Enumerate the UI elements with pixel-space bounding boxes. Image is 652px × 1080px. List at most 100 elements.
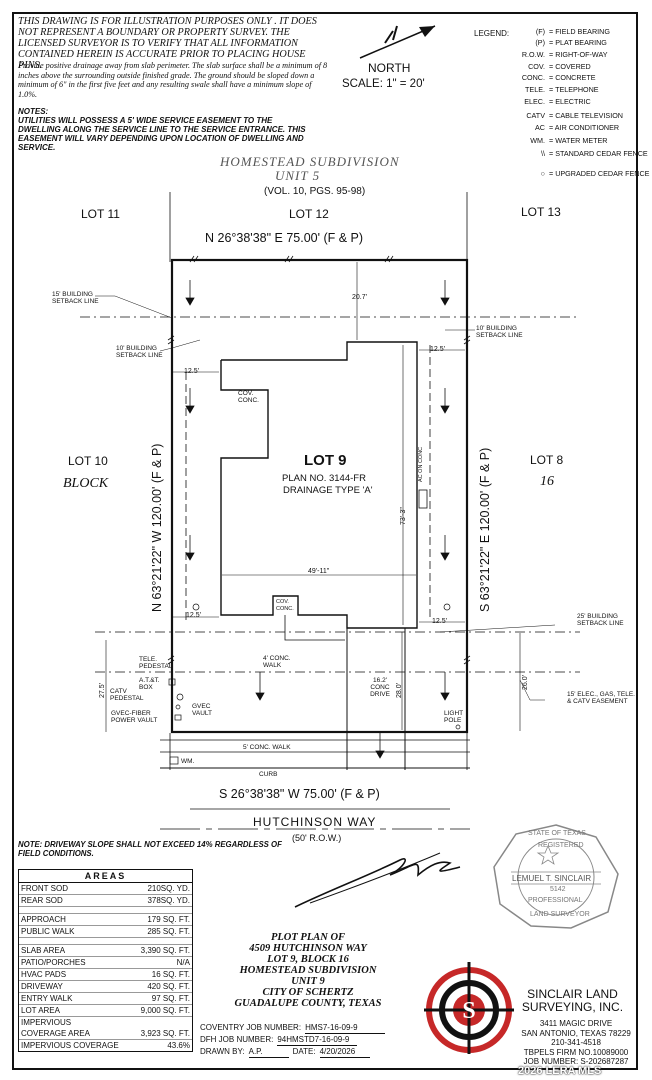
north-label: NORTH <box>368 61 411 75</box>
entry-walk-label: 4' CONC. WALK <box>263 655 291 669</box>
gvec-fiber-vault-label: GVEC-FIBER POWER VAULT <box>111 710 158 724</box>
legend-title: LEGEND: <box>474 29 510 38</box>
subdivision-unit: UNIT 5 <box>275 168 321 183</box>
title-line: LOT 9, BLOCK 16 <box>267 954 349 965</box>
lot-13-label: LOT 13 <box>521 205 561 219</box>
east-boundary-bearing: S 63°21'22" E 120.00' (F & P) <box>478 447 492 612</box>
dfh-value: 94HMSTD7-16-09-9 <box>277 1034 358 1046</box>
seal-state: STATE OF TEXAS <box>528 830 586 837</box>
subdivision-name: HOMESTEAD SUBDIVISION <box>220 154 400 169</box>
phone: 210-341-4518 <box>551 1038 601 1047</box>
coventry-value: HMS7-16-09-9 <box>305 1022 386 1034</box>
att-box-label: A.T.&T. BOX <box>139 677 160 691</box>
seal-registered: REGISTERED <box>538 842 584 849</box>
legend-code: CATV <box>526 111 545 120</box>
title-line: GUADALUPE COUNTY, TEXAS <box>234 998 382 1009</box>
catv-pedestal-label: CATV PEDESTAL <box>110 688 144 702</box>
title-line: 4509 HUTCHINSON WAY <box>249 943 367 954</box>
surveyor-signature <box>294 852 461 908</box>
public-walk-label: 5' CONC. WALK <box>243 744 291 751</box>
seal-number: 5142 <box>550 886 566 893</box>
water-meter-label: WM. <box>181 758 195 765</box>
legend-desc: = RIGHT-OF-WAY <box>549 50 608 59</box>
seal-professional: PROFESSIONAL <box>528 897 583 904</box>
legend-desc: = UPGRADED CEDAR FENCE <box>549 169 650 178</box>
date-label: DATE: <box>292 1047 316 1056</box>
scale-label: SCALE: 1" = 20' <box>342 78 425 90</box>
mls-watermark: 2026 LERA MLS <box>518 1065 602 1077</box>
title-line: UNIT 9 <box>291 976 325 987</box>
gvec-vault-label: GVEC VAULT <box>192 703 212 717</box>
legend-code: COV. <box>528 62 545 71</box>
lot-8-label: LOT 8 <box>530 453 564 467</box>
utility-easement-label: 15' ELEC., GAS, TELE. & CATV EASEMENT <box>567 691 635 705</box>
dim-12-5-sw: 12.5' <box>186 612 201 619</box>
driveway-note: NOTE: DRIVEWAY SLOPE SHALL NOT EXCEED 14… <box>18 840 282 858</box>
legend-desc: = ELECTRIC <box>549 97 591 106</box>
seal-land-surveyor: LAND SURVEYOR <box>530 911 590 918</box>
setback-10-east-label: 10' BUILDING SETBACK LINE <box>476 325 523 339</box>
drainage-type: DRAINAGE TYPE 'A' <box>283 485 373 496</box>
dim-26-0: 26.0' <box>522 675 529 690</box>
setback-15-label: 15' BUILDING SETBACK LINE <box>52 291 99 305</box>
volume-ref: (VOL. 10, PGS. 95-98) <box>264 186 366 197</box>
drainage-note: Provide positive drainage away from slab… <box>18 61 328 99</box>
legend-code: ELEC. <box>524 97 545 106</box>
drawn-label: DRAWN BY: <box>200 1047 245 1056</box>
legend-desc: = PLAT BEARING <box>549 38 607 47</box>
title-line: HOMESTEAD SUBDIVISION <box>239 965 377 976</box>
right-of-way: (50' R.O.W.) <box>292 833 342 843</box>
ac-pad-label: AC ON CONC <box>418 446 424 482</box>
address-line: SAN ANTONIO, TEXAS 78229 <box>521 1028 631 1038</box>
setback-10-west-label: 10' BUILDING SETBACK LINE <box>116 345 163 359</box>
disclaimer-text: This drawing is for illustration purpose… <box>18 16 317 71</box>
legend-desc: = COVERED <box>549 62 591 71</box>
covered-concrete-porch: COV. CONC. <box>276 599 294 612</box>
lot-11-label: LOT 11 <box>81 207 120 221</box>
legend-desc: = STANDARD CEDAR FENCE <box>549 149 648 158</box>
plan-number: PLAN NO. 3144-FR <box>282 473 366 484</box>
company-logo-icon: S <box>424 962 514 1054</box>
legend-desc: = WATER METER <box>549 136 608 145</box>
legend-code: ○ <box>540 169 545 178</box>
job-numbers: COVENTRY JOB NUMBER:HMS7-16-09-9 DFH JOB… <box>200 1022 386 1058</box>
setback-25-label: 25' BUILDING SETBACK LINE <box>577 613 624 627</box>
dfh-label: DFH JOB NUMBER: <box>200 1035 274 1044</box>
dim-house-width: 49'-11" <box>308 568 330 575</box>
south-boundary-bearing: S 26°38'38" W 75.00' (F & P) <box>219 787 380 801</box>
tele-pedestal-label: TELE. PEDESTAL <box>139 656 173 670</box>
lot-10-label: LOT 10 <box>68 454 108 468</box>
company-name-line2: SURVEYING, INC. <box>521 1000 624 1014</box>
dim-12-5-west: 12.5' <box>184 368 199 375</box>
address-line: 3411 MAGIC DRIVE <box>539 1019 613 1028</box>
drawing-frame <box>12 12 638 1070</box>
dim-20-7: 20.7' <box>352 294 367 301</box>
surveyor-seal <box>493 824 619 929</box>
job-number: JOB NUMBER: S-202687287 <box>523 1057 629 1066</box>
legend-code: AC <box>535 123 545 132</box>
dim-12-5-east: 12.5' <box>430 346 445 353</box>
street-name: HUTCHINSON WAY <box>253 815 377 829</box>
areas-title: AREAS <box>19 870 192 883</box>
legend-code: (P) <box>535 38 545 47</box>
driveway-label: 16.2' CONC DRIVE <box>370 677 390 698</box>
title-line: PLOT PLAN OF <box>270 932 346 943</box>
title-block: PLOT PLAN OF 4509 HUTCHINSON WAY LOT 9, … <box>198 932 418 1009</box>
seal-name: LEMUEL T. SINCLAIR <box>512 874 592 883</box>
legend-code: CONC. <box>521 73 545 82</box>
date-value: 4/20/2026 <box>319 1046 370 1058</box>
table-row: IMPERVIOUS <box>21 1018 72 1027</box>
notes-title: NOTES: <box>18 107 49 116</box>
